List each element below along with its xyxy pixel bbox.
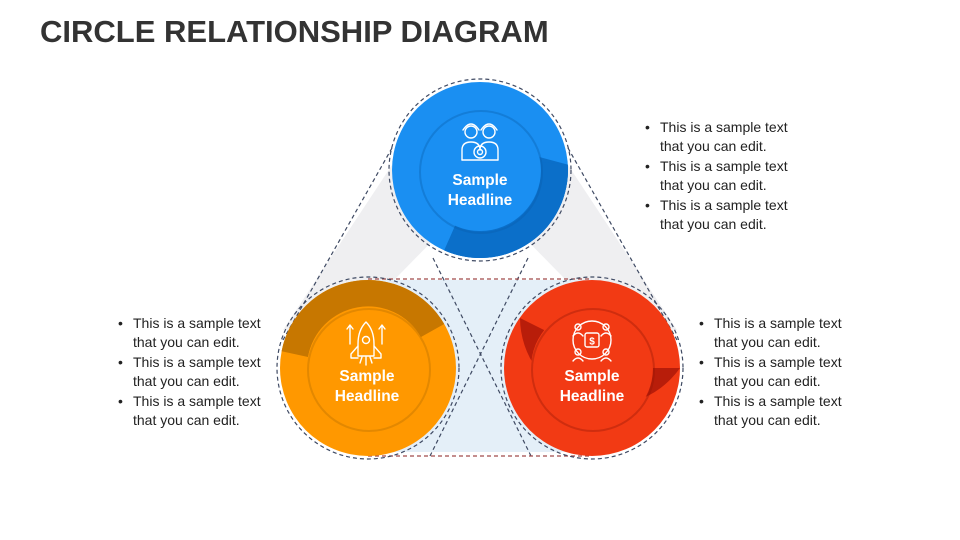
- list-item: This is a sample text that you can edit.: [118, 314, 283, 353]
- node-right-outline: [500, 276, 684, 460]
- node-top-inner-shadow: [419, 110, 543, 234]
- node-left-inner: [307, 307, 429, 429]
- node-left-inner-shadow: [307, 308, 431, 432]
- node-top-bullets: This is a sample text that you can edit.…: [645, 118, 810, 234]
- money-network-icon: $: [572, 320, 612, 362]
- dashed-line-right-inner: [429, 257, 529, 457]
- node-top-outline: [388, 78, 572, 262]
- node-left-outline: [276, 276, 460, 460]
- node-left-headline-line2: Headline: [335, 388, 400, 405]
- dashed-line-left-inner: [432, 257, 532, 457]
- node-left-ring-accent: [281, 279, 445, 357]
- users-target-icon: [461, 123, 499, 161]
- dashed-line-left-outer: [282, 147, 393, 341]
- node-right-headline-line1: Sample: [564, 368, 620, 385]
- node-right-bullets: This is a sample text that you can edit.…: [699, 314, 864, 430]
- list-item: This is a sample text that you can edit.: [645, 118, 810, 157]
- list-item: This is a sample text that you can edit.: [699, 392, 864, 431]
- node-left-headline-line1: Sample: [339, 368, 395, 385]
- node-right-headline-line2: Headline: [560, 388, 625, 405]
- node-left: Sample Headline: [276, 276, 460, 460]
- node-left-bullets: This is a sample text that you can edit.…: [118, 314, 283, 430]
- page-title: CIRCLE RELATIONSHIP DIAGRAM: [40, 14, 549, 49]
- node-top-ring-accent-fill: [444, 162, 568, 258]
- list-item: This is a sample text that you can edit.: [699, 353, 864, 392]
- node-top-headline-line2: Headline: [448, 192, 513, 209]
- node-top: Sample Headline: [388, 78, 572, 262]
- node-top-inner: [419, 109, 541, 231]
- node-right-inner: [531, 307, 653, 429]
- node-top-headline-line1: Sample: [452, 172, 508, 189]
- rocket-icon: [346, 321, 386, 366]
- node-right: $ Sample Headline: [500, 276, 684, 460]
- dashed-line-right-outer: [567, 147, 678, 341]
- list-item: This is a sample text that you can edit.: [118, 392, 283, 431]
- list-item: This is a sample text that you can edit.: [645, 157, 810, 196]
- node-right-inner-shadow: [531, 308, 655, 432]
- list-item: This is a sample text that you can edit.: [118, 353, 283, 392]
- svg-text:$: $: [589, 337, 595, 348]
- list-item: This is a sample text that you can edit.: [645, 196, 810, 235]
- list-item: This is a sample text that you can edit.: [699, 314, 864, 353]
